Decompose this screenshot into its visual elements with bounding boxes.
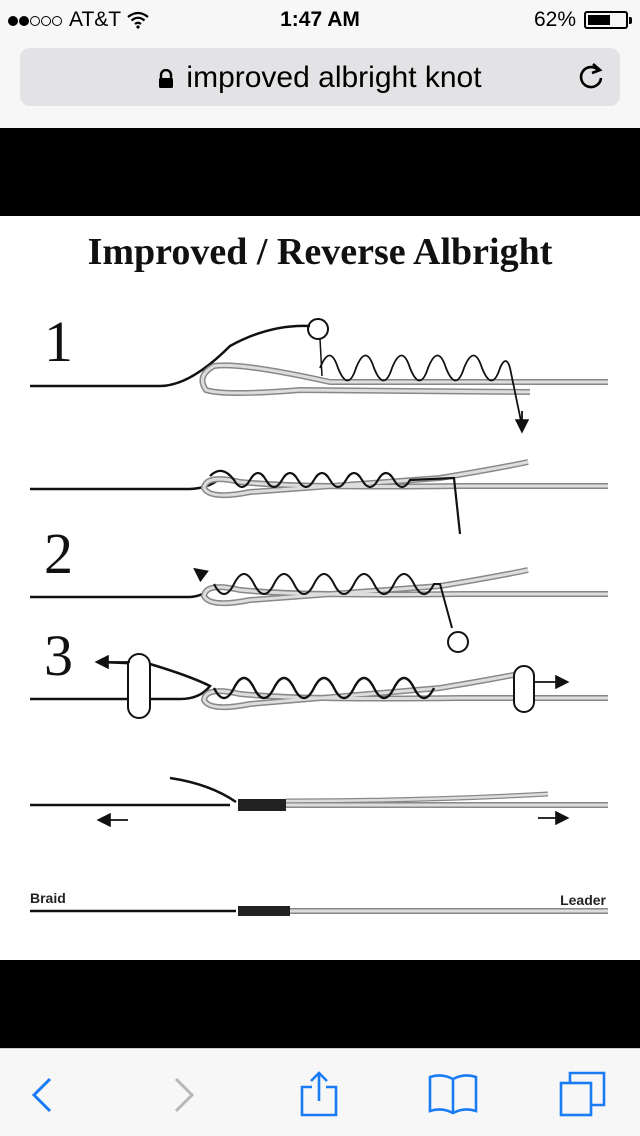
step-number-3: 3: [44, 623, 73, 688]
step-number-2: 2: [44, 521, 73, 586]
status-bar: AT&T 1:47 AM 62%: [0, 0, 640, 40]
knot-diagram: Improved / Reverse Albright 1 2 3: [0, 216, 640, 960]
step-1b-drawing: [30, 459, 608, 535]
url-text: improved albright knot: [186, 61, 482, 94]
step-1-drawing: [30, 318, 608, 434]
step-4-drawing: [30, 776, 608, 828]
page-content: Improved / Reverse Albright 1 2 3: [0, 128, 640, 1048]
knot-illustration: [30, 318, 608, 916]
bottom-toolbar: [0, 1048, 640, 1136]
battery-percent: 62%: [533, 8, 576, 31]
wifi-icon: [127, 11, 149, 29]
share-icon[interactable]: [294, 1069, 344, 1119]
finished-knot-drawing: [30, 906, 608, 916]
braid-label: Braid: [30, 890, 66, 906]
step-2-drawing: [30, 567, 608, 653]
address-bar-area: improved albright knot: [0, 40, 640, 128]
carrier-info: AT&T: [8, 8, 149, 32]
leader-label: Leader: [560, 892, 606, 908]
reload-icon[interactable]: [576, 61, 606, 91]
diagram-title: Improved / Reverse Albright: [87, 231, 553, 273]
signal-icon: [8, 8, 63, 32]
tabs-icon[interactable]: [558, 1069, 608, 1119]
back-icon[interactable]: [18, 1069, 68, 1119]
bookmarks-icon[interactable]: [428, 1069, 478, 1119]
step-number-1: 1: [44, 309, 73, 374]
carrier-name: AT&T: [69, 8, 122, 31]
clock: 1:47 AM: [280, 8, 360, 31]
forward-icon[interactable]: [158, 1069, 208, 1119]
step-3-drawing: [30, 653, 608, 719]
battery-status: 62%: [533, 8, 632, 32]
lock-icon: [159, 69, 174, 89]
address-bar[interactable]: improved albright knot: [20, 48, 620, 106]
battery-icon: [584, 11, 632, 29]
